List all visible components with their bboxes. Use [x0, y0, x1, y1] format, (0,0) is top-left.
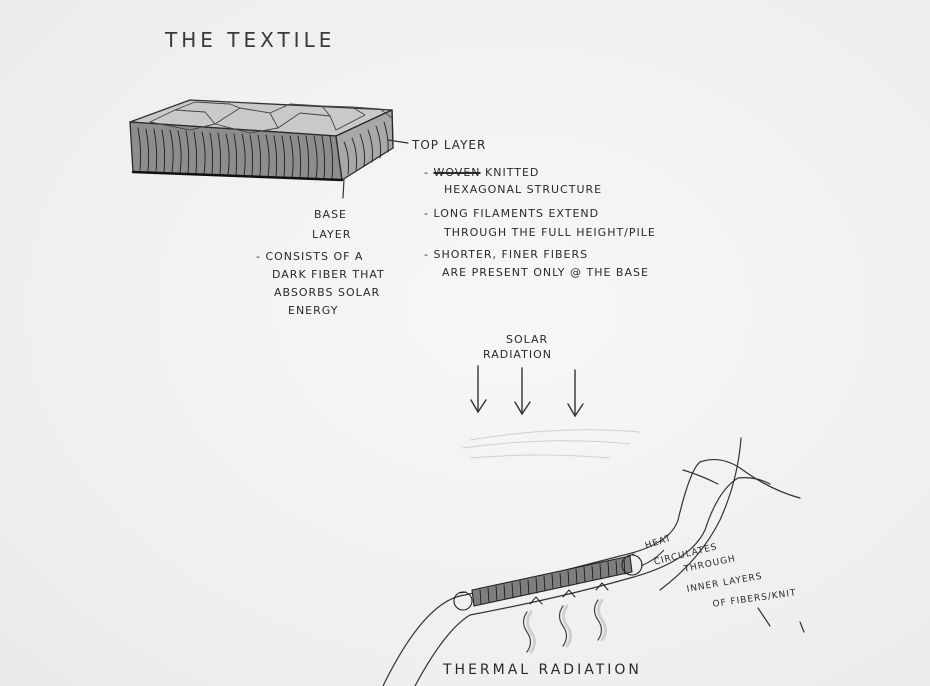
page-title: THE TEXTILE [165, 28, 335, 52]
struck-word: WOVEN [433, 166, 480, 179]
base-layer-leader [343, 179, 344, 198]
top-layer-note-2: - LONG FILAMENTS EXTEND [424, 207, 599, 220]
base-layer-heading: BASE [314, 208, 347, 221]
base-layer-heading-2: LAYER [312, 228, 351, 241]
top-layer-note-1-cont: HEXAGONAL STRUCTURE [444, 183, 602, 196]
top-layer-note-2-cont: THROUGH THE FULL HEIGHT/PILE [444, 226, 656, 239]
top-layer-note-1: - WOVEN KNITTED [424, 166, 539, 179]
base-layer-note-3: ABSORBS SOLAR [274, 286, 380, 299]
textile-block-sketch [130, 100, 393, 180]
base-layer-note-2: DARK FIBER THAT [272, 268, 385, 281]
top-layer-note-3: - SHORTER, FINER FIBERS [424, 248, 588, 261]
base-layer-note-1: - CONSISTS OF A [256, 250, 363, 263]
solar-arrows [471, 366, 583, 416]
base-layer-note-4: ENERGY [288, 304, 338, 317]
radiation-label: RADIATION [483, 348, 552, 361]
thermal-label: THERMAL RADIATION [443, 662, 642, 678]
top-layer-note-1-text: KNITTED [481, 166, 540, 179]
top-layer-heading: TOP LAYER [412, 138, 486, 152]
garment-sketch [383, 438, 804, 686]
top-layer-note-3-cont: ARE PRESENT ONLY @ THE BASE [442, 266, 649, 279]
solar-label: SOLAR [506, 333, 548, 346]
